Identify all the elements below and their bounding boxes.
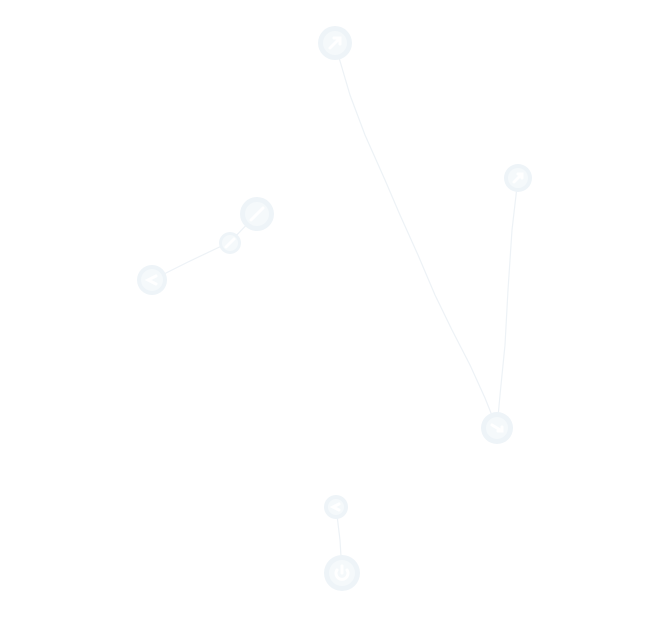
ghost-icon-bottom-small	[324, 495, 348, 519]
ghost-icon-mid-left-upper	[240, 197, 274, 231]
connector-line-top-to-bottom	[334, 43, 498, 429]
connector-line-right	[496, 177, 519, 429]
ghost-icon-right	[504, 164, 532, 192]
connector-lines	[151, 43, 519, 574]
ghost-icon-bottom	[324, 555, 360, 591]
ghost-icon-lower-right	[481, 412, 513, 444]
connector-line-left	[151, 213, 258, 281]
ghost-icon-top	[318, 26, 352, 60]
ghost-icon-mid-left-lower	[219, 232, 241, 254]
ghost-icon-left	[137, 265, 167, 295]
